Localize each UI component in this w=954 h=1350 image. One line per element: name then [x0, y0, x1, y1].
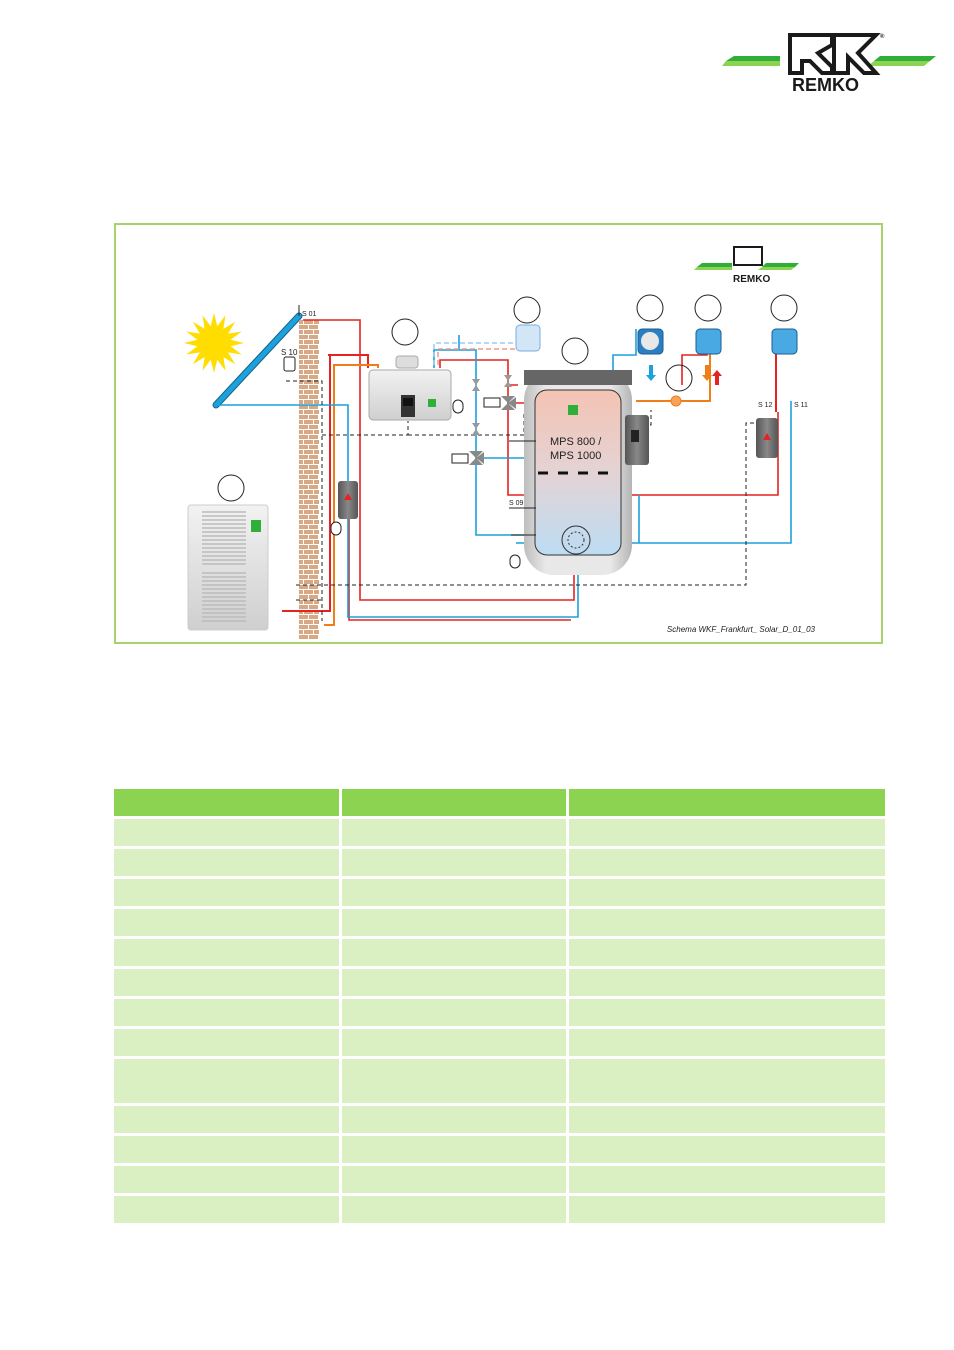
- diagram-remko-logo: REMKO: [694, 246, 799, 285]
- table-cell: [569, 849, 885, 876]
- tank-label-line2: MPS 1000: [550, 450, 601, 462]
- table-cell: [569, 939, 885, 966]
- table-cell: [342, 1166, 566, 1193]
- table-cell: [114, 849, 339, 876]
- floor-heating-icon: [771, 328, 798, 355]
- table-cell: [342, 909, 566, 936]
- outdoor-unit-icon: [187, 504, 269, 631]
- table-cell: [342, 999, 566, 1026]
- callout-circle-outdoor-unit: [217, 474, 245, 502]
- brand-name: REMKO: [792, 75, 859, 95]
- callout-circle-thermostat: [513, 296, 541, 324]
- shower-icon: [695, 328, 722, 355]
- callout-circle-floor-heating: [770, 294, 798, 322]
- table-cell: [342, 1136, 566, 1163]
- table-row: [114, 939, 885, 966]
- table-cell: [569, 1136, 885, 1163]
- callout-circle-tank: [561, 337, 589, 365]
- table-cell: [342, 819, 566, 846]
- diagram-caption: Schema WKF_Frankfurt_ Solar_D_01_03: [666, 625, 815, 634]
- sensor-s10-icon: [283, 356, 296, 372]
- table-cell: [569, 1166, 885, 1193]
- callout-circle-circulation-pump: [665, 364, 693, 392]
- table-cell: [342, 1029, 566, 1056]
- storage-tank-icon: [524, 370, 632, 575]
- table-cell: [114, 1196, 339, 1223]
- table-row: [114, 819, 885, 846]
- table-row: [114, 969, 885, 996]
- flow-arrows: [646, 365, 722, 385]
- diagram-brand-name: REMKO: [733, 274, 770, 285]
- callout-circle-indoor-unit: [391, 318, 419, 346]
- table-row: [114, 849, 885, 876]
- mixing-valve-icon: [469, 396, 516, 465]
- table-row: [114, 1136, 885, 1163]
- brick-wall-icon: [299, 320, 319, 639]
- table-cell: [342, 939, 566, 966]
- registered-mark: ®: [880, 33, 885, 40]
- table-cell: [342, 849, 566, 876]
- hydraulic-schema-diagram: REMKO S 01 S 10: [114, 223, 883, 644]
- table-row: [114, 1029, 885, 1056]
- callout-circle-water-meter: [636, 294, 664, 322]
- table-cell: [569, 969, 885, 996]
- sensor-label-s01: S 01: [302, 311, 317, 318]
- indoor-unit-icon: [368, 355, 452, 421]
- table-cell: [569, 999, 885, 1026]
- table-cell: [114, 1059, 339, 1103]
- table-cell: [569, 1059, 885, 1103]
- table-cell: [114, 969, 339, 996]
- table-cell: [114, 819, 339, 846]
- circulation-pump-icon: [670, 395, 682, 407]
- tank-label-line1: MPS 800 /: [550, 436, 602, 448]
- table-cell: [114, 879, 339, 906]
- table-cell: [569, 1029, 885, 1056]
- legend-table: [114, 789, 885, 1226]
- pump-station-icon: [338, 415, 778, 519]
- table-cell: [114, 1106, 339, 1133]
- table-cell: [569, 1106, 885, 1133]
- table-cell: [569, 909, 885, 936]
- table-header-cell: [342, 789, 566, 816]
- table-row: [114, 1106, 885, 1133]
- table-header-cell: [569, 789, 885, 816]
- table-cell: [342, 1059, 566, 1103]
- table-cell: [569, 819, 885, 846]
- sun-icon: [184, 313, 244, 373]
- callout-circle-shower: [694, 294, 722, 322]
- table-cell: [114, 909, 339, 936]
- remko-logo: ® REMKO: [722, 28, 940, 98]
- table-header-row: [114, 789, 885, 816]
- table-cell: [569, 879, 885, 906]
- sensor-label-s09: S 09: [509, 500, 524, 507]
- table-row: [114, 1196, 885, 1223]
- valve-icon: [472, 375, 512, 435]
- expansion-vessel-icon: [330, 399, 521, 569]
- table-row: [114, 879, 885, 906]
- table-cell: [114, 1166, 339, 1193]
- sensor-label-s10: S 10: [281, 348, 298, 357]
- table-cell: [114, 1029, 339, 1056]
- table-cell: [114, 939, 339, 966]
- sensor-label-s11: S 11: [794, 402, 808, 409]
- actuator-icon: [451, 397, 501, 464]
- table-row: [114, 909, 885, 936]
- sensor-label-s12: S 12: [758, 402, 773, 409]
- table-row: [114, 999, 885, 1026]
- room-thermostat-icon: [515, 324, 541, 352]
- table-row: [114, 1166, 885, 1193]
- table-cell: [114, 999, 339, 1026]
- table-cell: [342, 879, 566, 906]
- table-cell: [342, 1106, 566, 1133]
- table-cell: [342, 969, 566, 996]
- table-row: [114, 1059, 885, 1103]
- table-cell: [114, 1136, 339, 1163]
- table-cell: [569, 1196, 885, 1223]
- table-cell: [342, 1196, 566, 1223]
- table-header-cell: [114, 789, 339, 816]
